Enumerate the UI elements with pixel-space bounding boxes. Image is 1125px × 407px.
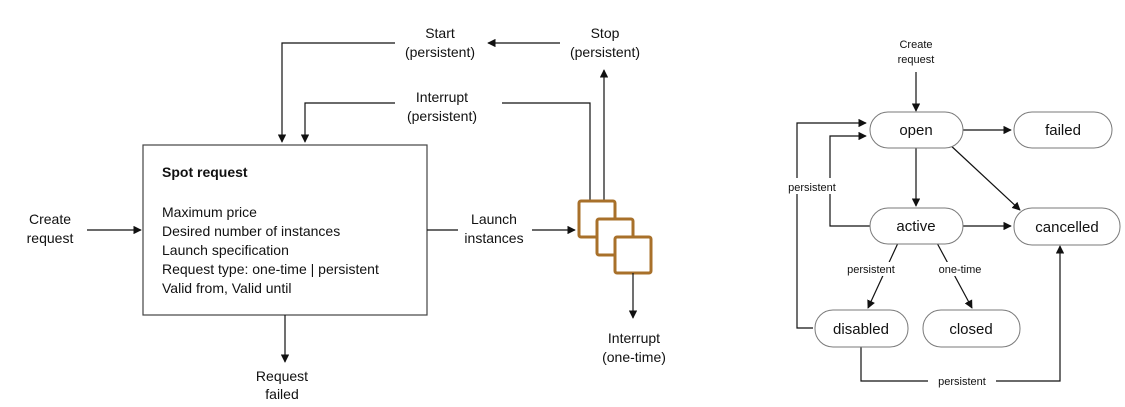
- interrupt-persistent-line: [502, 102, 591, 200]
- interrupt-onetime-label: (one-time): [602, 349, 666, 365]
- create-request-label: Create: [29, 211, 71, 227]
- persistent-label-bg: [781, 178, 843, 194]
- spot-request-field: Valid from, Valid until: [162, 280, 291, 296]
- state-active: active: [869, 207, 964, 245]
- state-closed: closed: [922, 309, 1021, 348]
- open-to-cancelled-arrow: [947, 142, 1021, 211]
- start-arrow: [277, 42, 395, 143]
- edge-label-bg: [928, 373, 996, 389]
- state-failed-label: failed: [1045, 122, 1081, 139]
- start-label: Start: [425, 25, 455, 41]
- edge-label-bg: [842, 262, 900, 276]
- state-failed: failed: [1013, 111, 1113, 149]
- create-request-label: Create: [899, 39, 932, 51]
- stop-label: (persistent): [570, 44, 640, 60]
- state-open-label: open: [899, 122, 932, 139]
- spot-request-field: Request type: one-time | persistent: [162, 261, 379, 277]
- edge-label-bg: [934, 262, 986, 276]
- spot-request-field: Desired number of instances: [162, 223, 340, 239]
- state-active-label: active: [896, 218, 935, 235]
- persistent-loop-label: persistent: [788, 182, 836, 194]
- state-open: open: [869, 111, 964, 149]
- state-disabled: disabled: [814, 309, 909, 348]
- request-failed-label: failed: [265, 386, 298, 402]
- state-cancelled-label: cancelled: [1035, 219, 1098, 236]
- spot-request-field: Maximum price: [162, 204, 257, 220]
- state-cancelled: cancelled: [1013, 207, 1121, 246]
- interrupt-onetime-label: Interrupt: [608, 330, 660, 346]
- spot-request-box: [142, 144, 428, 316]
- launch-instances-label: instances: [464, 230, 523, 246]
- launch-instances-label: Launch: [471, 211, 517, 227]
- create-request-label: request: [27, 230, 74, 246]
- spot-request-title: Spot request: [162, 164, 248, 180]
- interrupt-persistent-label: Interrupt: [416, 89, 468, 105]
- state-closed-label: closed: [949, 321, 992, 338]
- disabled-to-open-arrow: [796, 118, 867, 329]
- instances-icon: [577, 199, 653, 275]
- spot-request-field: Launch specification: [162, 242, 289, 258]
- active-to-disabled-label: persistent: [847, 264, 895, 276]
- interrupt-persistent-label: (persistent): [407, 108, 477, 124]
- stop-label: Stop: [591, 25, 620, 41]
- request-failed-label: Request: [256, 368, 308, 384]
- start-label: (persistent): [405, 44, 475, 60]
- state-disabled-label: disabled: [833, 321, 889, 338]
- interrupt-persistent-arrow: [300, 102, 395, 143]
- create-request-label: request: [898, 54, 935, 66]
- active-to-closed-label: one-time: [939, 264, 982, 276]
- disabled-to-cancelled-label: persistent: [938, 376, 986, 388]
